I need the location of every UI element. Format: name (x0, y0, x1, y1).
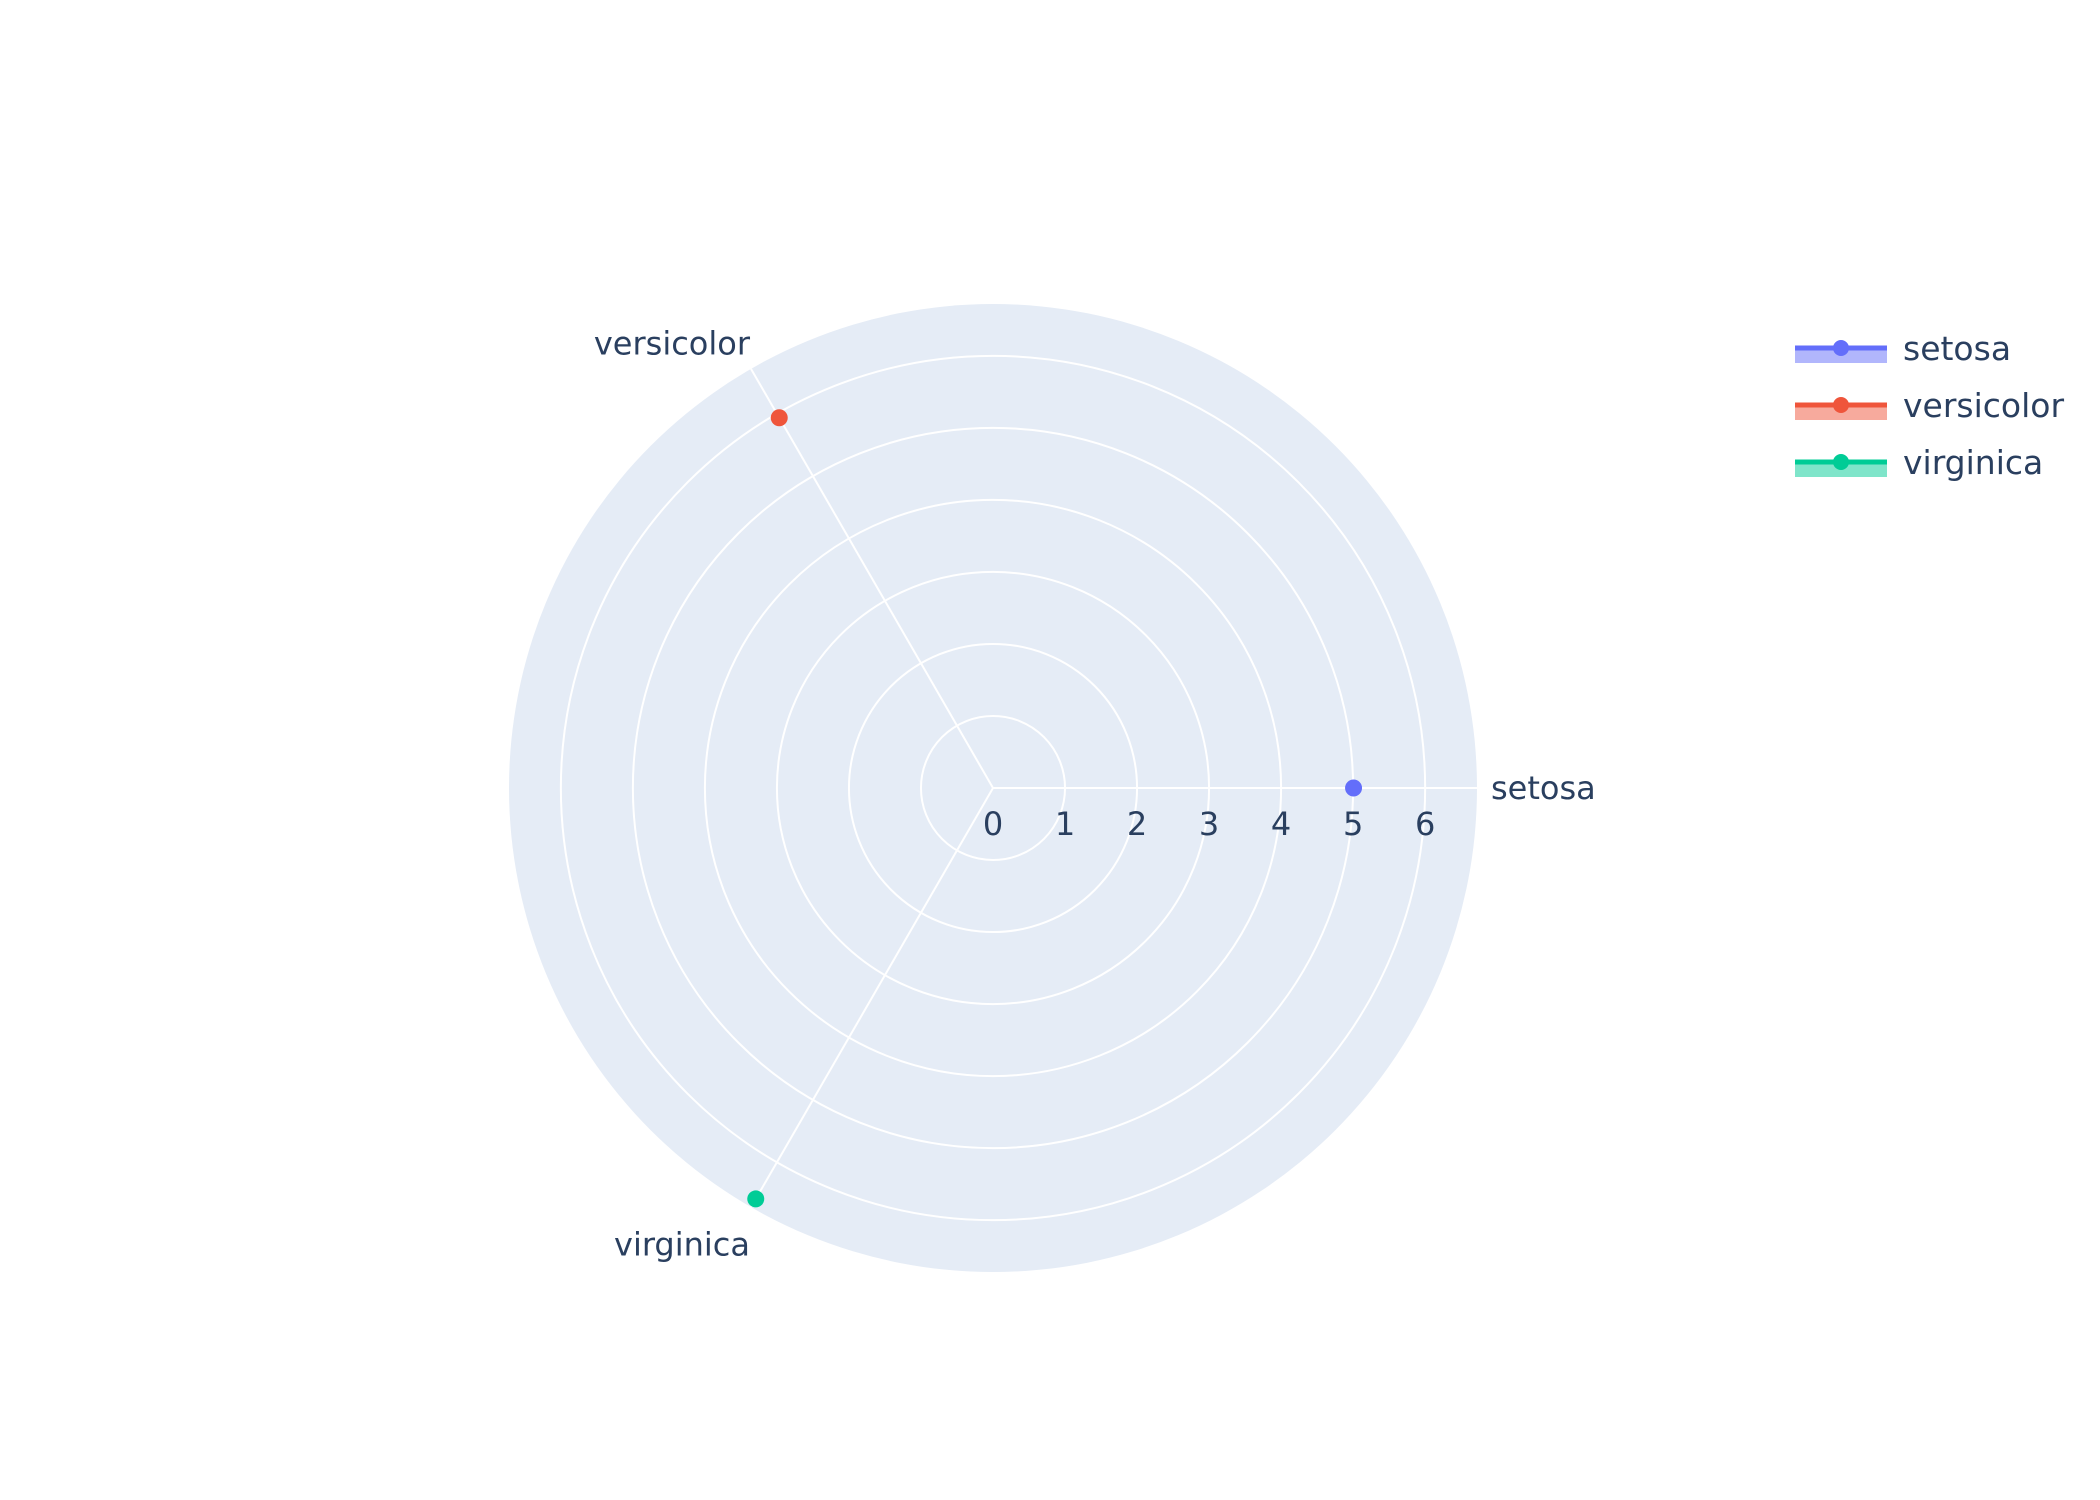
spoke-virginica (750, 787, 994, 1208)
legend-swatch-marker (1833, 454, 1849, 470)
legend-label-setosa: setosa (1903, 329, 2011, 368)
radial-tick-labels: 0 1 2 3 4 5 6 (983, 805, 1436, 843)
angular-axis-labels: setosa versicolor virginica (594, 325, 1596, 1264)
radial-tick-label: 0 (983, 805, 1003, 843)
data-points (747, 409, 1363, 1208)
angular-label-versicolor: versicolor (594, 325, 751, 363)
angular-grid (750, 368, 1477, 1208)
legend-label-versicolor: versicolor (1903, 386, 2064, 425)
radial-tick-label: 5 (1343, 805, 1363, 843)
radial-tick-label: 3 (1199, 805, 1219, 843)
legend-item-setosa[interactable]: setosa (1795, 329, 2011, 368)
legend-item-versicolor[interactable]: versicolor (1795, 386, 2064, 425)
legend[interactable]: setosa versicolor virginica (1795, 329, 2064, 482)
legend-swatch-marker (1833, 397, 1849, 413)
point-setosa[interactable] (1345, 779, 1363, 797)
angular-label-setosa: setosa (1491, 769, 1596, 807)
radial-tick-label: 4 (1271, 805, 1291, 843)
legend-item-virginica[interactable]: virginica (1795, 443, 2043, 482)
radial-tick-label: 2 (1127, 805, 1147, 843)
radial-tick-label: 1 (1055, 805, 1075, 843)
angular-label-virginica: virginica (614, 1225, 750, 1263)
point-virginica[interactable] (747, 1190, 765, 1208)
point-versicolor[interactable] (770, 409, 788, 427)
radial-tick-label: 6 (1415, 805, 1435, 843)
legend-swatch-marker (1833, 340, 1849, 356)
spoke-versicolor (750, 368, 994, 789)
legend-label-virginica: virginica (1903, 443, 2043, 482)
